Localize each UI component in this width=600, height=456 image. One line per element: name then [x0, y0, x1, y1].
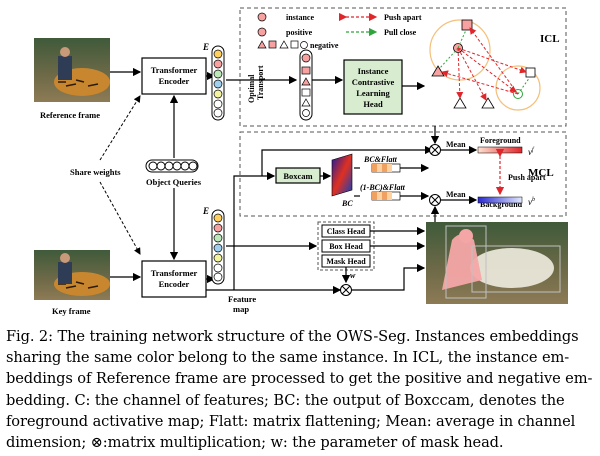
svg-text:Head: Head — [363, 99, 383, 109]
transformer-encoder-bottom: Transformer Encoder — [141, 260, 207, 298]
key-frame-image — [34, 250, 110, 300]
transformer-encoder-top: Transformer Encoder — [141, 57, 207, 95]
icl-legend: instance positive negative Push apart Pu… — [257, 12, 422, 50]
mask-head: Mask Head — [321, 254, 371, 268]
background-bar — [477, 196, 523, 204]
caption-line: bedding. C: the channel of features; BC:… — [6, 391, 565, 409]
e-label-top: E — [202, 42, 209, 52]
flatt-vector-top — [371, 163, 401, 173]
caption-line: Fig. 2: The training network structure o… — [6, 328, 579, 345]
feature-map-label: Feature — [228, 294, 256, 304]
instance-contrastive-head: Instance Contrastive Learning Head — [343, 59, 403, 115]
share-weights-label: Share weights — [70, 167, 121, 177]
svg-text:Boxcam: Boxcam — [283, 171, 312, 181]
svg-text:Contrastive: Contrastive — [352, 77, 395, 87]
svg-text:Encoder: Encoder — [159, 76, 190, 86]
bc-label: BC — [341, 199, 353, 208]
multiply-node-bottom — [429, 194, 441, 206]
caption-line: foreground activative map; Flatt: matrix… — [6, 412, 576, 430]
background-label: Background — [480, 200, 523, 209]
bc-heatmap — [331, 153, 353, 197]
optimal-transport-label: Optimal — [247, 74, 256, 103]
svg-text:Pull close: Pull close — [384, 28, 417, 37]
object-queries — [145, 159, 199, 173]
svg-text:instance: instance — [286, 13, 314, 22]
multiply-node-mask — [340, 284, 352, 296]
multiply-node-top — [429, 144, 441, 156]
svg-text:Box Head: Box Head — [329, 242, 363, 251]
svg-text:Encoder: Encoder — [159, 279, 190, 289]
bc-flatt-label: BC&Flatt — [363, 155, 398, 164]
svg-text:negative: negative — [310, 41, 339, 50]
network-figure: Reference frame Key frame Share weights … — [34, 7, 568, 316]
ot-vector — [299, 49, 313, 121]
v-b-label: vb — [528, 197, 535, 207]
foreground-label: Foreground — [480, 136, 521, 145]
e-label-bottom: E — [202, 206, 209, 216]
optimal-transport-label-2: Transport — [256, 65, 265, 100]
mean-label-top: Mean — [446, 140, 466, 149]
flatt-vector-bottom — [371, 191, 401, 201]
svg-text:Push apart: Push apart — [384, 13, 422, 22]
class-head: Class Head — [321, 224, 371, 238]
svg-text:Transformer: Transformer — [151, 65, 198, 75]
icl-region — [239, 7, 567, 127]
object-queries-label: Object Queries — [146, 177, 202, 187]
one-minus-bc-flatt-label: (1-BC)&Flatt — [360, 183, 406, 192]
svg-text:Class Head: Class Head — [327, 227, 366, 236]
feature-map-label-2: map — [233, 304, 249, 314]
w-label: w — [350, 271, 356, 280]
caption-line: dimension; ⊗:matrix multiplication; w: t… — [6, 434, 504, 452]
mcl-label: MCL — [528, 167, 554, 179]
foreground-bar — [477, 146, 523, 154]
box-head: Box Head — [321, 239, 371, 253]
push-apart-label: Push apart — [508, 173, 546, 182]
caption-line: beddings of Reference frame are processe… — [6, 370, 593, 388]
embedding-vector-bottom — [211, 209, 225, 285]
svg-text:positive: positive — [286, 28, 313, 37]
mcl-region — [239, 131, 567, 217]
key-frame-label: Key frame — [52, 306, 91, 316]
boxcam-block: Boxcam — [275, 167, 321, 184]
figure-caption: Fig. 2: The training network structure o… — [6, 326, 596, 453]
svg-text:Instance: Instance — [358, 66, 389, 76]
svg-text:Mask Head: Mask Head — [326, 257, 366, 266]
caption-line: sharing the same color belong to the sam… — [6, 349, 570, 367]
svg-text:Transformer: Transformer — [151, 268, 198, 278]
v-f-label: vf — [528, 146, 535, 157]
reference-frame-image — [34, 38, 110, 102]
output-segmentation-image — [426, 222, 568, 304]
reference-frame-label: Reference frame — [40, 110, 100, 120]
mean-label-bottom: Mean — [446, 190, 466, 199]
icl-label: ICL — [540, 33, 560, 45]
icl-embedding-space — [429, 19, 541, 111]
embedding-vector-top — [211, 45, 225, 121]
svg-text:Learning: Learning — [356, 88, 390, 98]
